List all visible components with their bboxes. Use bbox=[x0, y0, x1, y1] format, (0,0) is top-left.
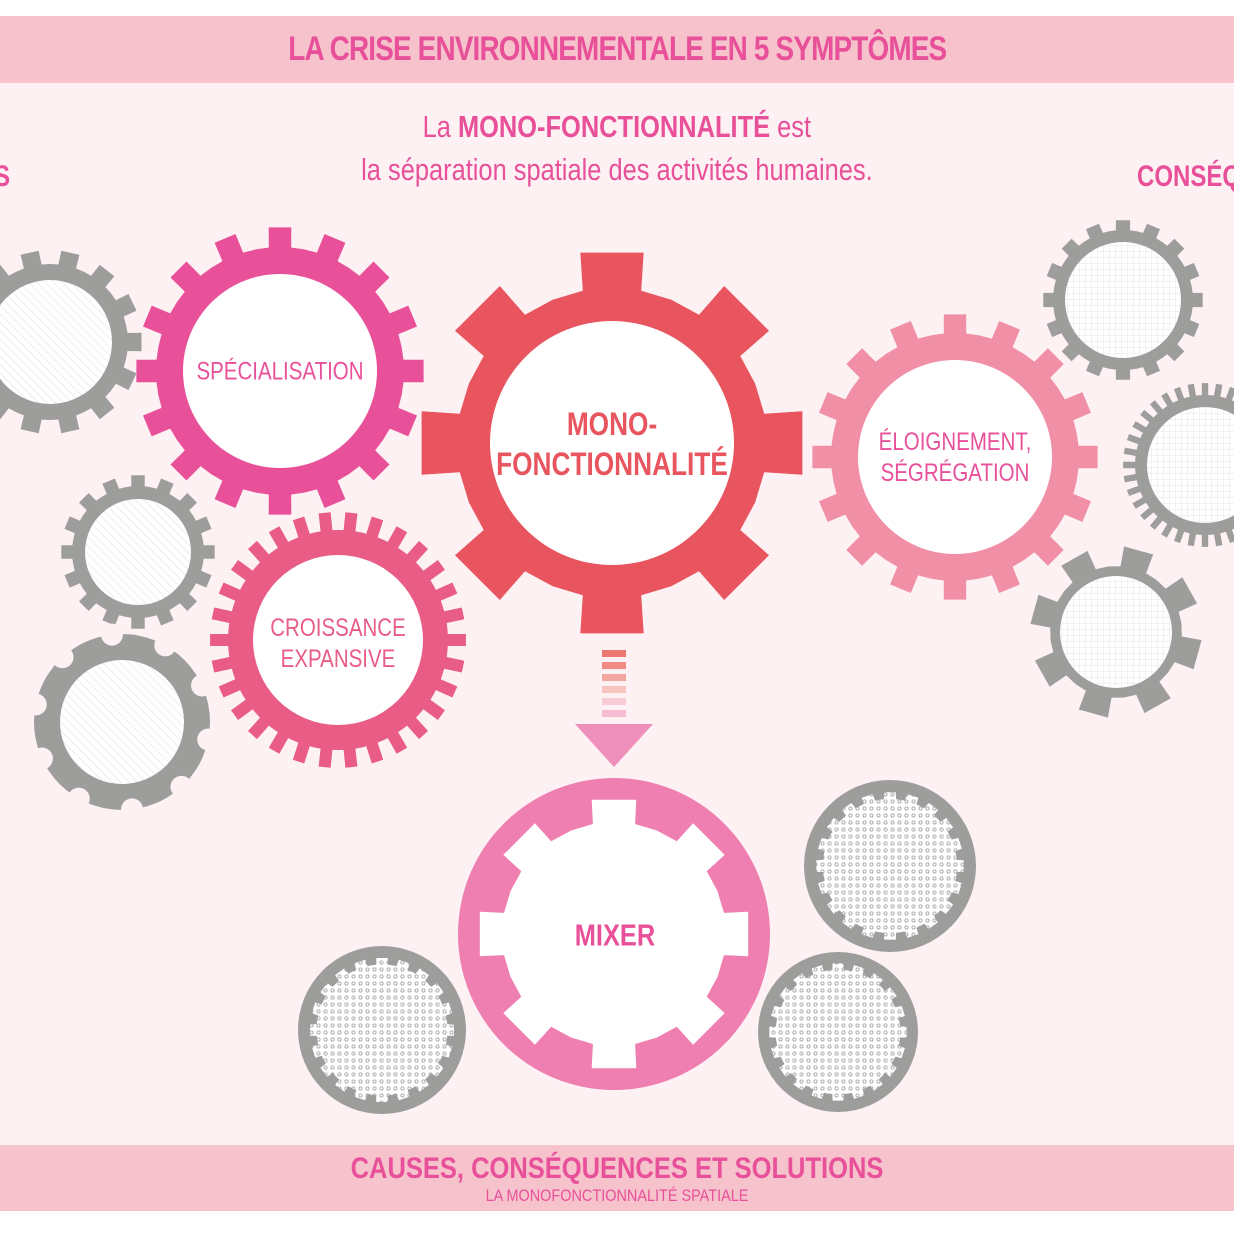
croissance-line-2: EXPANSIVE bbox=[280, 645, 396, 673]
gear-gray-right-bottom-hole bbox=[1060, 576, 1172, 688]
gear-croissance-hole bbox=[253, 555, 423, 725]
intro-line-1: La MONO-FONCTIONNALITÉ est bbox=[0, 106, 1234, 148]
gear-notch bbox=[67, 787, 90, 810]
footer-title: CAUSES, CONSÉQUENCES ET SOLUTIONS bbox=[350, 1152, 884, 1185]
page-title: LA CRISE ENVIRONNEMENTALE EN 5 SYMPTÔMES bbox=[287, 30, 947, 68]
gear-notch bbox=[191, 674, 214, 697]
gear-gray-left-middle-hole bbox=[85, 499, 191, 605]
croissance-line-1: CROISSANCE bbox=[270, 613, 406, 642]
footer-banner: CAUSES, CONSÉQUENCES ET SOLUTIONS LA MON… bbox=[0, 1145, 1234, 1211]
header-banner: LA CRISE ENVIRONNEMENTALE EN 5 SYMPTÔMES bbox=[0, 16, 1234, 83]
gear-specialisation-hole bbox=[183, 274, 377, 468]
down-arrow bbox=[575, 650, 653, 767]
gear-label-mixer: MIXER bbox=[574, 917, 656, 953]
eloignement-line-1: ÉLOIGNEMENT, bbox=[878, 427, 1032, 456]
side-label-right: CONSÉQ bbox=[1137, 160, 1234, 193]
gear-notch bbox=[154, 634, 177, 657]
gear-mixer-inner bbox=[479, 799, 749, 1069]
gear-gray-right-top-hole bbox=[1065, 242, 1181, 358]
footer-subtitle: LA MONOFONCTIONNALITÉ SPATIALE bbox=[485, 1186, 749, 1205]
intro-definition: la séparation spatiale des activités hum… bbox=[361, 152, 873, 187]
solution-gear-right-top-inner bbox=[816, 792, 964, 940]
gear-mono-hole bbox=[490, 321, 734, 565]
gear-eloignement-hole bbox=[858, 360, 1052, 554]
solution-gear-right-bottom-inner bbox=[769, 963, 907, 1101]
intro-highlight: MONO-FONCTIONNALITÉ bbox=[458, 109, 771, 144]
gear-gray-left-top-hole bbox=[0, 280, 112, 404]
side-label-left: S bbox=[0, 160, 10, 194]
eloignement-line-2: SÉGRÉGATION bbox=[880, 459, 1030, 487]
gear-gray-left-bottom-hole bbox=[60, 660, 184, 784]
mono-line-2: FONCTIONNALITÉ bbox=[496, 446, 728, 482]
gear-notch bbox=[51, 646, 74, 669]
intro-prefix: La bbox=[422, 109, 452, 144]
gear-label-mono: MONO- FONCTIONNALITÉ bbox=[496, 404, 728, 484]
intro-suffix: est bbox=[777, 109, 812, 144]
gear-label-croissance: CROISSANCE EXPANSIVE bbox=[270, 613, 406, 676]
gear-label-specialisation: SPÉCIALISATION bbox=[196, 357, 364, 386]
gear-notch bbox=[170, 775, 193, 798]
gear-notch bbox=[121, 798, 144, 821]
gear-label-eloignement: ÉLOIGNEMENT, SÉGRÉGATION bbox=[879, 427, 1032, 490]
gear-notch bbox=[197, 728, 220, 751]
gear-notch bbox=[30, 747, 53, 770]
mono-line-1: MONO- bbox=[566, 406, 658, 442]
gear-notch bbox=[24, 693, 47, 716]
intro-line-2: la séparation spatiale des activités hum… bbox=[0, 149, 1234, 191]
gear-notch bbox=[100, 623, 123, 646]
gear-gray-right-middle-hole bbox=[1147, 407, 1234, 523]
solution-gear-left-inner bbox=[310, 958, 454, 1102]
